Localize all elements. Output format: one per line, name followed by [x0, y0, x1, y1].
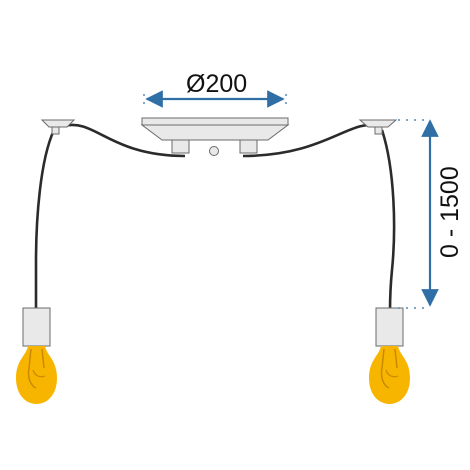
width-dimension [143, 90, 287, 108]
cable-left-span [63, 123, 186, 158]
height-dimension [398, 119, 439, 309]
bulb-right [369, 346, 410, 404]
lamp-holder-left [22, 307, 51, 347]
bulb-left [16, 346, 57, 404]
lamp-holder-right [375, 307, 404, 347]
cable-right-drop [380, 129, 396, 313]
drop-length-label: 0 - 1500 [436, 166, 464, 258]
cable-hook-right [358, 119, 398, 135]
cable-left-drop [34, 129, 56, 312]
canopy-diameter-label: Ø200 [186, 70, 248, 98]
cable-hook-left [40, 119, 76, 135]
ceiling-canopy [140, 117, 290, 156]
